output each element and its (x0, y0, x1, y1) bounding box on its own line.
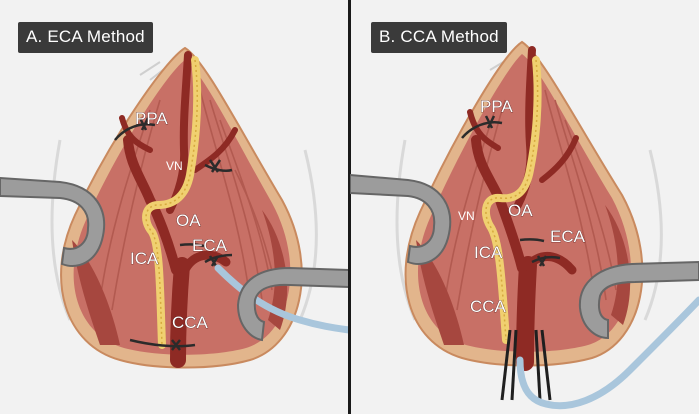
eca-vessel (181, 250, 231, 273)
suture-knot-icon (461, 115, 561, 267)
branch-vessel (192, 127, 238, 173)
sternocleidomastoid-right (605, 205, 631, 325)
panel-cca-method: PPA VN OA ICA ECA CCA B. CCA Method (350, 0, 699, 414)
label-vn: VN (458, 209, 475, 223)
label-oa: OA (176, 211, 201, 230)
label-ica: ICA (474, 243, 503, 262)
panel-divider (348, 0, 351, 414)
sternocleidomastoid-right (262, 210, 288, 330)
retractor-icon (236, 266, 349, 342)
label-ppa: PPA (135, 109, 168, 128)
vagus-nerve (142, 56, 202, 349)
cca-method-illustration: PPA VN OA ICA ECA CCA (350, 40, 699, 410)
catheter-icon (516, 296, 699, 410)
suture-knot-icon (114, 117, 233, 351)
forceps-icon (500, 329, 552, 401)
retractor-icon (0, 176, 106, 267)
label-vn: VN (166, 159, 183, 173)
cca-vessel (516, 256, 537, 371)
eca-method-illustration: PPA VN OA ICA ECA CCA (0, 46, 349, 369)
label-eca: ECA (550, 227, 586, 246)
label-ica: ICA (130, 249, 159, 268)
motion-arc (298, 149, 318, 321)
label-cca: CCA (470, 297, 507, 316)
label-oa: OA (508, 201, 533, 220)
panel-title: B. CCA Method (371, 22, 507, 53)
wound-bed (417, 54, 631, 352)
retractor-icon (350, 173, 452, 265)
ppa-vessel (467, 109, 501, 151)
ica-vessel (123, 135, 181, 275)
oa-vessel (166, 51, 192, 214)
ppa-vessel (119, 115, 153, 153)
vagus-nerve (481, 56, 542, 344)
panel-title: A. ECA Method (18, 22, 153, 53)
branch-vessel (539, 135, 579, 183)
motion-arc (643, 149, 663, 321)
catheter-icon (214, 264, 349, 334)
label-eca: ECA (192, 236, 228, 255)
panel-eca-method: PPA VN OA ICA ECA CCA A. ECA Method (0, 0, 349, 414)
label-cca: CCA (172, 313, 209, 332)
sternocleidomastoid-left (72, 240, 120, 345)
retractor-icon (578, 260, 699, 340)
label-ppa: PPA (480, 97, 513, 116)
sternocleidomastoid-left (416, 240, 464, 345)
